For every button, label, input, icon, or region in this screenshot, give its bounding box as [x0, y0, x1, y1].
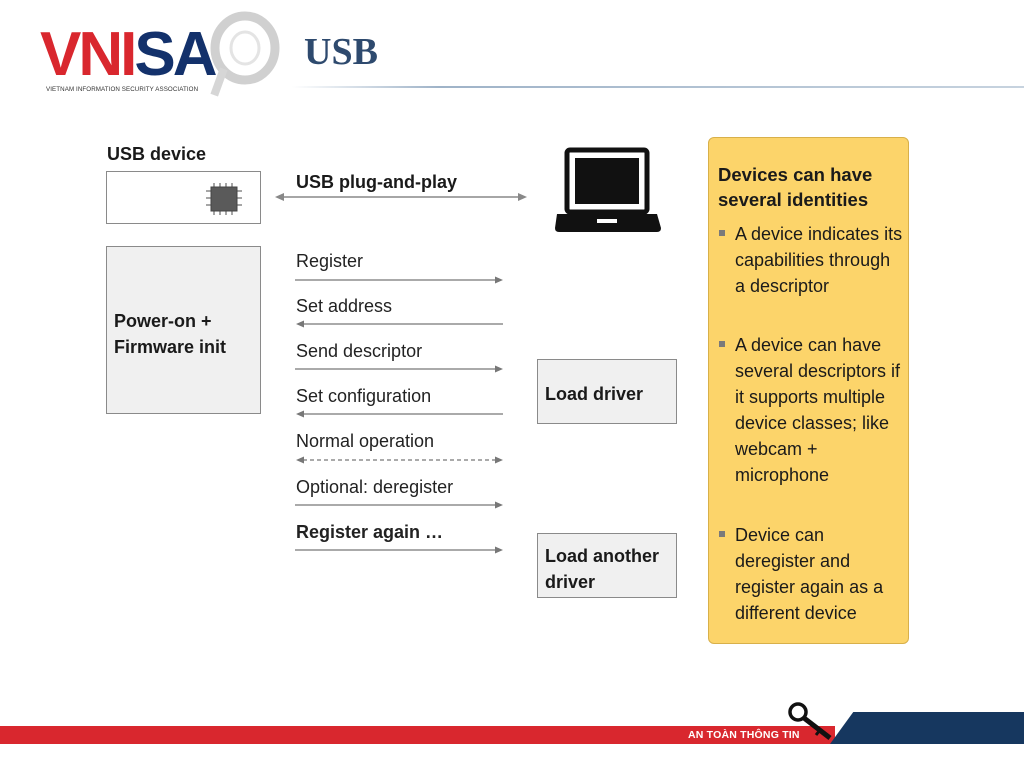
- footer-blue-band: [830, 712, 1024, 744]
- laptop-icon: [555, 147, 661, 232]
- arrow-normal-operation: [296, 456, 503, 464]
- logo-part-vn: VN: [40, 20, 123, 89]
- arrow-set-address: [296, 320, 503, 328]
- info-title: Devices can have several identities: [718, 164, 873, 210]
- key-logo-icon: [210, 11, 280, 97]
- load-driver-label: Load driver: [545, 384, 644, 404]
- info-bullet-2-text: A device can have several descriptors if…: [735, 335, 901, 485]
- usb-device-label: USB device: [107, 144, 207, 164]
- arrow-send-descriptor: [295, 365, 503, 373]
- power-on-label: Power-on + Firmware init: [114, 308, 226, 360]
- message-register: Register: [296, 251, 364, 271]
- chip-icon: [206, 183, 242, 215]
- message-register-again: Register again …: [296, 522, 444, 542]
- load-another-line2: driver: [545, 572, 596, 592]
- plug-and-play-label: USB plug-and-play: [296, 172, 457, 192]
- message-set-configuration: Set configuration: [296, 386, 432, 406]
- message-optional-deregister: Optional: deregister: [296, 477, 454, 497]
- load-another-line1: Load another: [545, 546, 660, 566]
- message-normal-operation: Normal operation: [296, 431, 435, 451]
- key-footer-icon: [788, 702, 832, 740]
- info-bullet-1-text: A device indicates its capabilities thro…: [735, 224, 903, 296]
- message-set-address: Set address: [296, 296, 393, 316]
- arrow-register-again: [295, 546, 503, 554]
- info-bullet-3: Device can deregister and register again…: [718, 522, 904, 626]
- info-bullet-2: A device can have several descriptors if…: [718, 332, 904, 488]
- load-driver-box: [537, 359, 677, 424]
- arrow-optional-deregister: [295, 501, 503, 509]
- footer-text: AN TOÀN THÔNG TIN: [688, 729, 800, 741]
- info-bullet-1: A device indicates its capabilities thro…: [718, 221, 904, 299]
- arrow-set-configuration: [296, 410, 503, 418]
- info-callout-box: [708, 137, 909, 644]
- bullet-square-icon: [719, 341, 725, 347]
- power-on-box: [106, 246, 261, 414]
- info-bullet-3-text: Device can deregister and register again…: [735, 525, 884, 623]
- logo-part-i: I: [120, 20, 137, 89]
- load-another-driver-box: [537, 533, 677, 598]
- logo-subtitle: VIETNAM INFORMATION SECURITY ASSOCIATION: [46, 86, 199, 93]
- arrow-register: [295, 276, 503, 284]
- vnisa-logo: VNISA: [40, 24, 218, 86]
- power-on-line2: Firmware init: [114, 337, 227, 357]
- bullet-square-icon: [719, 531, 725, 537]
- load-another-driver-label: Load another driver: [545, 543, 659, 595]
- plug-and-play-arrow: [275, 193, 527, 201]
- power-on-line1: Power-on +: [114, 311, 212, 331]
- message-send-descriptor: Send descriptor: [296, 341, 423, 361]
- footer-red-bar: [0, 726, 835, 744]
- logo-part-sa: SA: [134, 20, 217, 89]
- bullet-square-icon: [719, 230, 725, 236]
- header-divider: [292, 86, 1024, 88]
- slide-title: USB: [304, 31, 378, 73]
